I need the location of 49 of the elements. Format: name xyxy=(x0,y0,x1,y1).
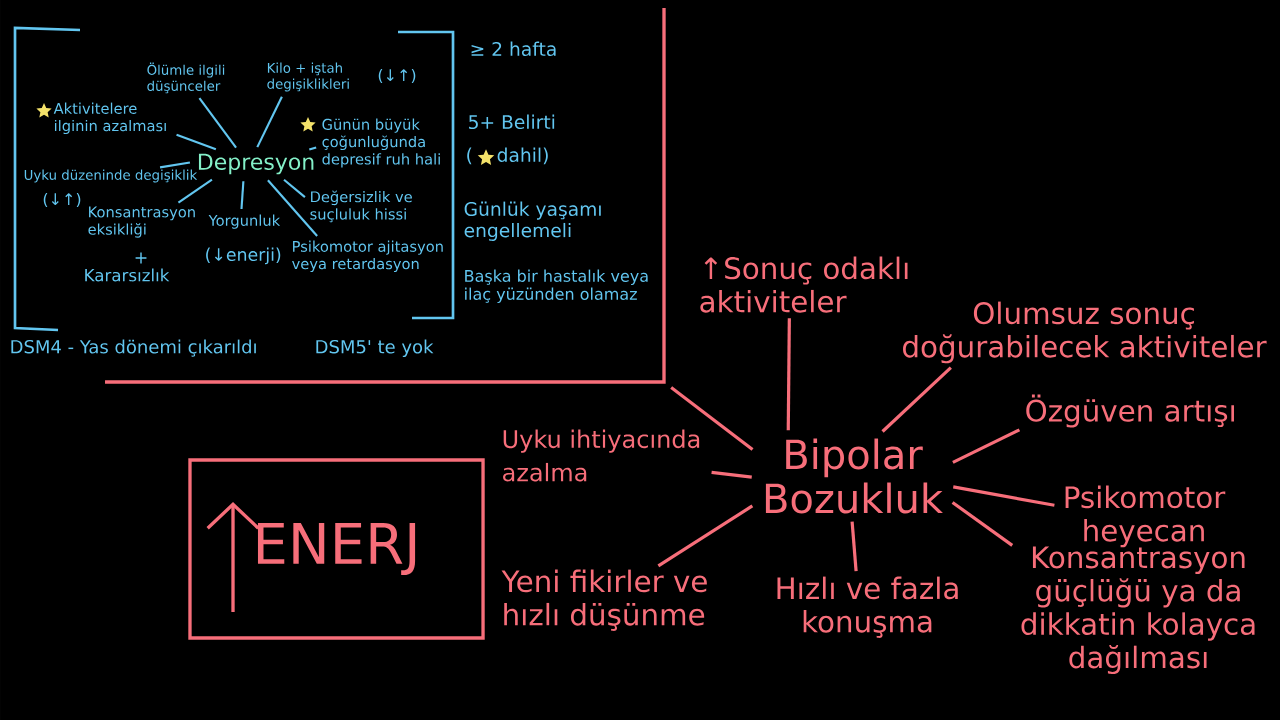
connector-line xyxy=(177,178,213,204)
connector-line xyxy=(951,501,1014,547)
note-text: (↓↑) xyxy=(378,68,416,84)
symptom-text: Kilo + iştah degişiklikleri xyxy=(267,62,349,92)
connector-line xyxy=(240,181,245,210)
symptom-text: Uyku düzeninde degişiklik xyxy=(24,169,198,183)
outlined-box: ENERJ xyxy=(188,458,485,640)
symptom-text: Konsantrasyon güçlüğü ya da dikkatin kolayca dağılması xyxy=(1021,546,1255,675)
symptom-text: Yorgunluk xyxy=(208,214,281,229)
symptom-text: Uyku ihtiyacında azalma xyxy=(503,429,700,482)
symptom-text: Ölümle ilgili düşünceler xyxy=(147,62,225,94)
plus-sign: + xyxy=(135,252,147,264)
symptom-text: Psikomotor ajitasyon veya retardasyon xyxy=(292,240,443,273)
connector-line xyxy=(670,386,754,451)
connector-line xyxy=(850,521,858,572)
note-text: DSM5' te yok xyxy=(316,339,434,357)
symptom-text: Hızlı ve fazla konuşma xyxy=(777,576,958,638)
symptom-text: Konsantrasyon eksikliği xyxy=(88,206,195,238)
note-text: Günlük yaşamı engellemeli xyxy=(464,201,601,241)
connector-line xyxy=(256,96,283,148)
connector-line xyxy=(952,485,1055,507)
connector-line xyxy=(786,318,791,431)
connector-line xyxy=(283,178,306,198)
connector-line xyxy=(952,428,1021,464)
note-text: ( xyxy=(467,147,472,165)
connector-line xyxy=(657,504,754,568)
note-text: Başka bir hastalık veya ilaç yüzünden olamaz xyxy=(465,269,648,304)
connector-line xyxy=(308,146,317,151)
connector-line xyxy=(881,366,952,433)
connector-line xyxy=(267,179,318,237)
central-topic: Bipolar Bozukluk xyxy=(765,438,943,514)
note-text: (↓↑) xyxy=(43,192,81,208)
connector-line xyxy=(198,97,237,149)
connector-line xyxy=(176,133,217,151)
note-text: ≥ 2 hafta xyxy=(471,41,556,57)
note-text: DSM4 - Yas dönemi çıkarıldı xyxy=(11,339,256,357)
connector-line xyxy=(159,161,191,169)
symptom-text: Aktivitelere ilginin azalması xyxy=(53,102,166,135)
central-topic: Depresyon xyxy=(198,153,314,175)
connector-line xyxy=(711,470,752,479)
symptom-text: Yeni fikirler ve hızlı düşünme xyxy=(501,569,707,631)
symptom-text: Günün büyük çoğunluğunda depresif ruh hali xyxy=(322,118,440,168)
symptom-text: Psikomotor heyecan xyxy=(1065,485,1226,548)
symptom-text: Özgüven artışı xyxy=(1026,394,1234,428)
symptom-text: Değersizlik ve suçluluk hissi xyxy=(310,190,412,223)
note-text: dahil) xyxy=(497,147,548,165)
note-text: 5+ Belirti xyxy=(469,114,555,130)
symptom-text: Kararsızlık xyxy=(85,268,170,282)
note-text: (↓enerji) xyxy=(206,247,281,265)
